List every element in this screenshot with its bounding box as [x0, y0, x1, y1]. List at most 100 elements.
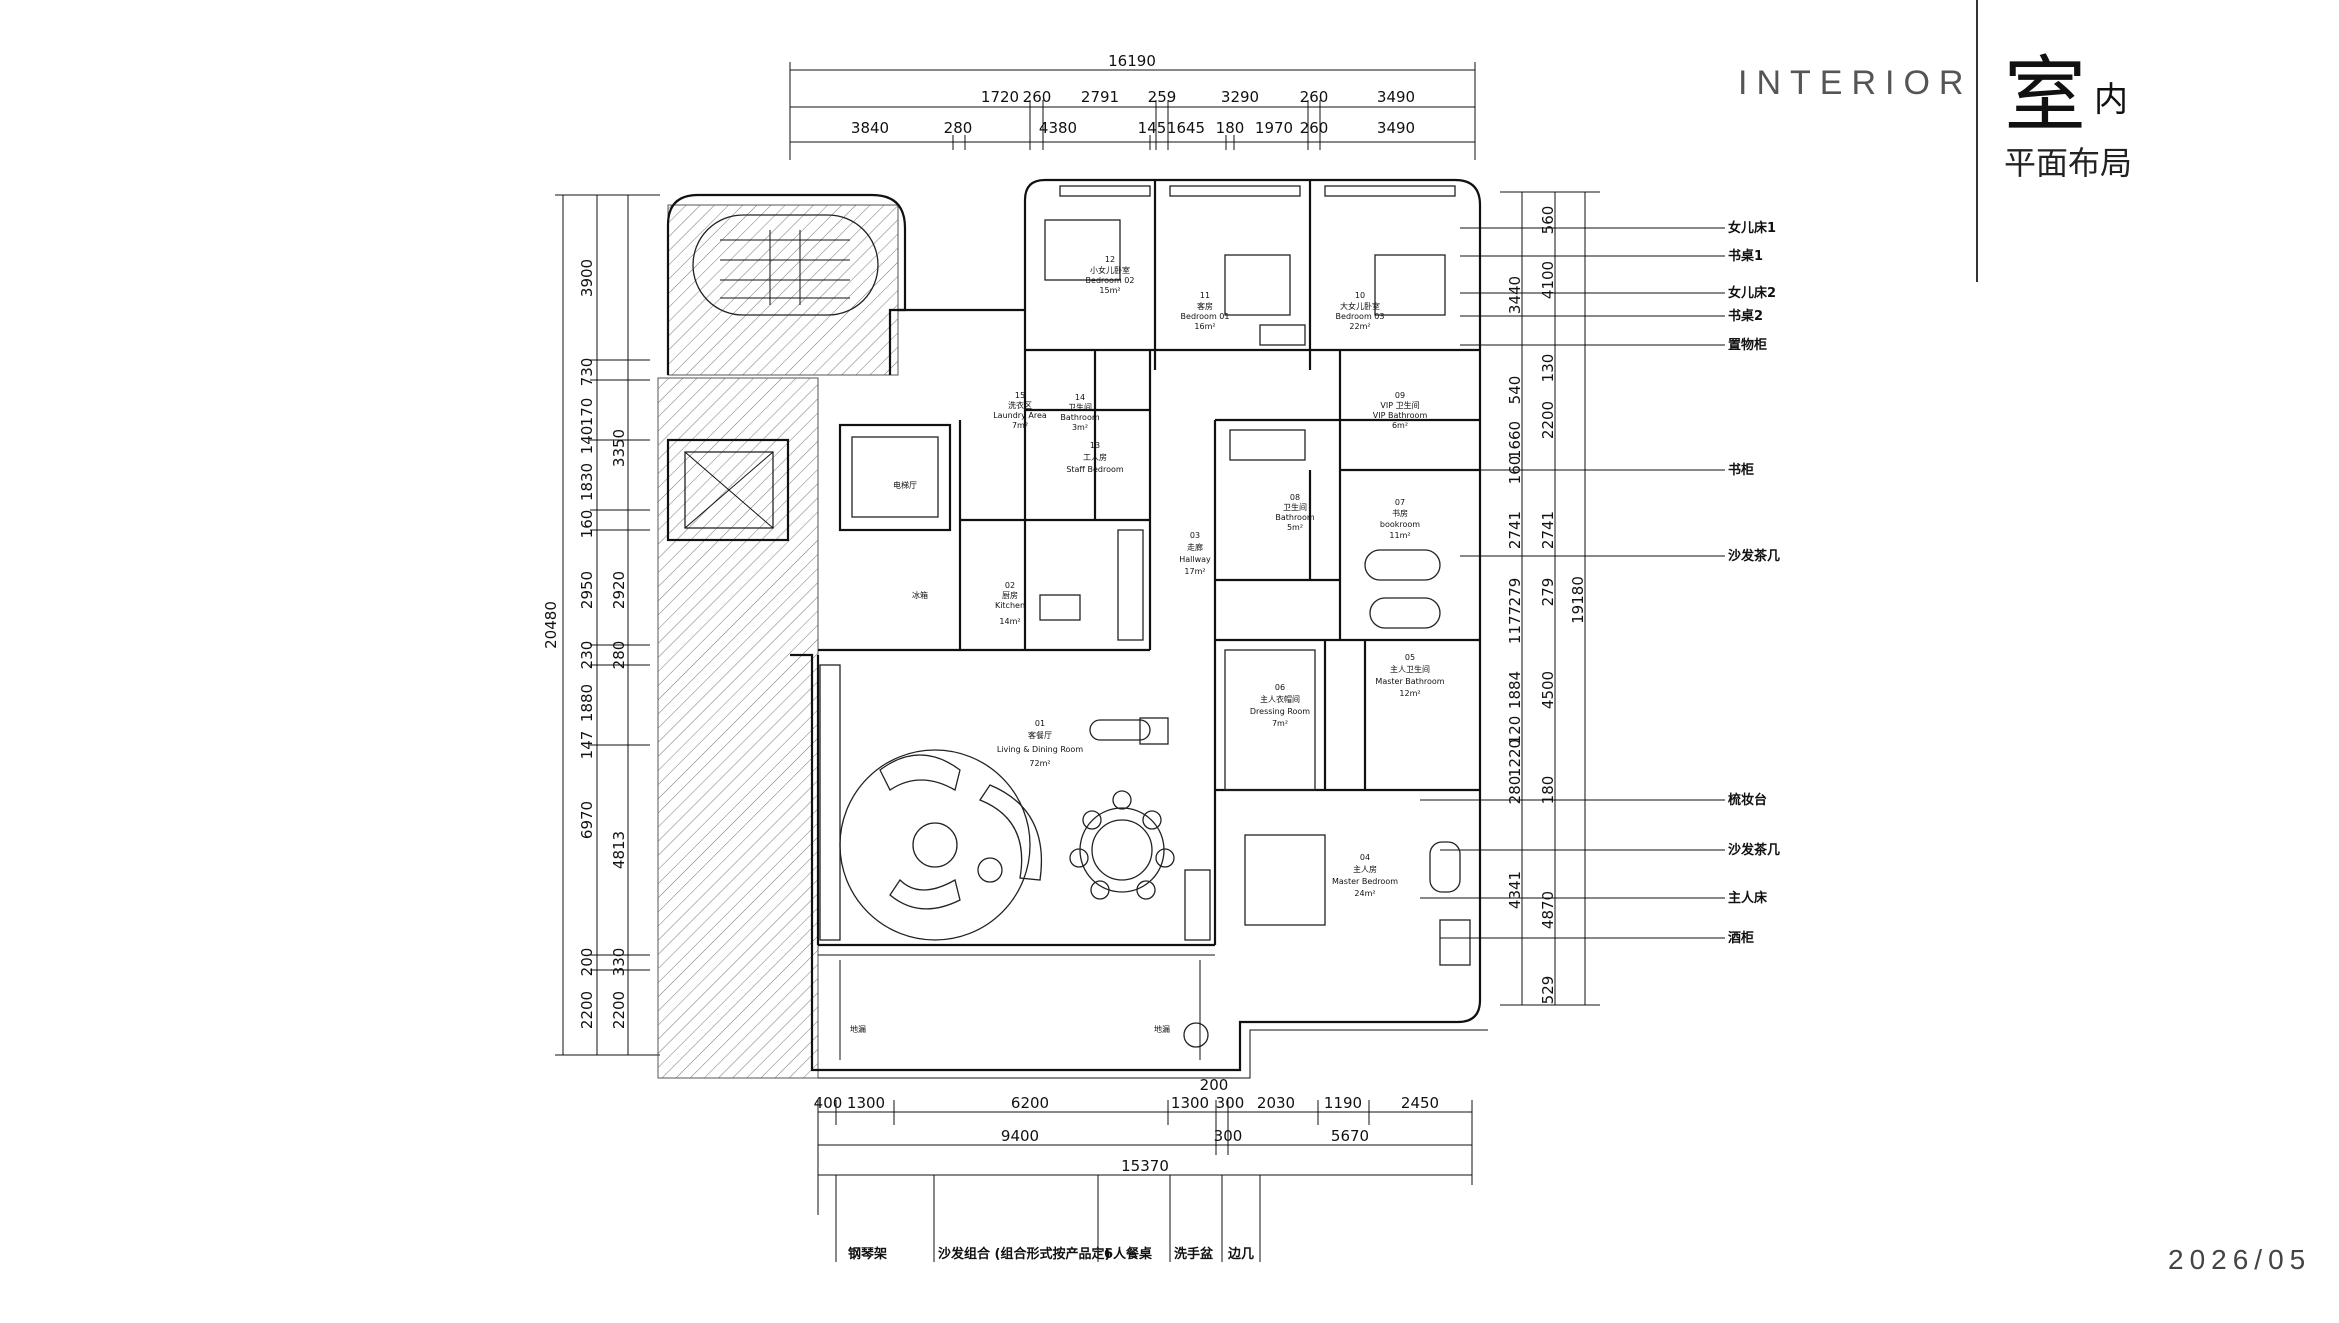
dim-bottom-r1-0: 400	[814, 1094, 843, 1112]
room-12-no: 12	[1105, 255, 1115, 264]
dim-top-r2-1: 280	[944, 119, 973, 137]
dim-bottom-total: 15370	[1121, 1157, 1169, 1175]
room-15-area: 7m²	[1012, 421, 1028, 430]
dim-right-i-2: 1660	[1506, 421, 1524, 459]
room-14-no: 14	[1075, 393, 1085, 402]
dim-left-i-2: 4813	[610, 831, 628, 869]
dim-right-i-5: 279	[1506, 578, 1524, 607]
room-02-no: 02	[1005, 581, 1015, 590]
room-06-en: Dressing Room	[1250, 707, 1310, 716]
room-01-en: Living & Dining Room	[997, 745, 1083, 754]
dim-left-o-6: 160	[578, 510, 596, 539]
room-04-en: Master Bedroom	[1332, 877, 1398, 886]
label-washbasin: 洗手盆	[1174, 1246, 1214, 1262]
top-dimensions	[789, 62, 1476, 160]
room-15-en: Laundry Area	[993, 411, 1047, 420]
room-13-cn: 工人房	[1083, 452, 1107, 462]
dim-bottom-r1-3: 1300	[1171, 1094, 1209, 1112]
dim-top-r2-6: 1970	[1255, 119, 1293, 137]
room-07-area: 11m²	[1389, 531, 1410, 540]
dim-left-o-11: 6970	[578, 801, 596, 839]
dim-top-r1-1: 260	[1023, 88, 1052, 106]
room-01-cn: 客餐厅	[1028, 730, 1052, 740]
label-desk-2: 书桌2	[1728, 308, 1763, 324]
room-labels: 12 小女儿卧室 Bedroom 02 15m² 11 客房 Bedroom 0…	[850, 255, 1445, 1034]
label-desk-1: 书桌1	[1728, 248, 1763, 264]
dim-top-r2-3: 145	[1138, 119, 1167, 137]
dim-left-o-1: 730	[578, 358, 596, 387]
dim-right-i-6: 1177	[1506, 606, 1524, 644]
label-master-bed: 主人床	[1728, 890, 1768, 906]
dim-left-o-12: 200	[578, 948, 596, 977]
room-02-area: 14m²	[999, 617, 1020, 626]
label-sofa-table-2: 沙发茶几	[1728, 842, 1780, 858]
dim-top-r2-8: 3490	[1377, 119, 1415, 137]
header-cn-big: 室	[2004, 48, 2087, 143]
header-en-title: INTERIOR	[1738, 64, 1973, 102]
dim-left-o-13: 2200	[578, 991, 596, 1029]
dim-right-i-8: 120	[1506, 716, 1524, 745]
room-15-cn: 洗衣区	[1008, 400, 1032, 410]
room-04-area: 24m²	[1354, 889, 1375, 898]
dim-right-i-9: 1220	[1506, 739, 1524, 777]
room-12-area: 15m²	[1099, 286, 1120, 295]
dim-left-o-2: 170	[578, 398, 596, 427]
building-shell	[657, 178, 1488, 1079]
dim-bottom-r2-2: 5670	[1331, 1127, 1369, 1145]
dim-right-i-10: 280	[1506, 776, 1524, 805]
dim-bottom-r1-6: 1190	[1324, 1094, 1362, 1112]
room-01-no: 01	[1035, 719, 1045, 728]
dim-top-r1-4: 3290	[1221, 88, 1259, 106]
dim-top-r1-0: 1720	[981, 88, 1019, 106]
label-dining-table: 6人餐桌	[1104, 1246, 1153, 1262]
dim-right-o-6: 4500	[1539, 671, 1557, 709]
room-08-area: 5m²	[1287, 523, 1303, 532]
room-01-area: 72m²	[1029, 759, 1050, 768]
dim-left-o-7: 2950	[578, 571, 596, 609]
room-06-area: 7m²	[1272, 719, 1288, 728]
room-12-en: Bedroom 02	[1086, 276, 1135, 285]
room-04-no: 04	[1360, 853, 1370, 862]
room-14-area: 3m²	[1072, 423, 1088, 432]
room-07-no: 07	[1395, 498, 1405, 507]
dim-top-r2-4: 1645	[1167, 119, 1205, 137]
dim-top-r1-2: 2791	[1081, 88, 1119, 106]
drain-label-2: 地漏	[1154, 1024, 1170, 1034]
room-05-en: Master Bathroom	[1375, 677, 1444, 686]
dim-bottom-r1-2: 6200	[1011, 1094, 1049, 1112]
dim-left-o-8: 230	[578, 641, 596, 670]
room-11-no: 11	[1200, 291, 1210, 300]
label-piano: 钢琴架	[848, 1246, 887, 1262]
dim-left-i-0: 2920	[610, 571, 628, 609]
room-05-area: 12m²	[1399, 689, 1420, 698]
room-10-no: 10	[1355, 291, 1365, 300]
label-sofa-table-1: 沙发茶几	[1728, 548, 1780, 564]
dim-top-r2-7: 260	[1300, 119, 1329, 137]
dim-bottom-r1-5: 2030	[1257, 1094, 1295, 1112]
dim-bottom-r1-7: 2450	[1401, 1094, 1439, 1112]
room-06-cn: 主人衣帽间	[1260, 694, 1300, 704]
dim-top-r1-6: 3490	[1377, 88, 1415, 106]
dim-top-total: 16190	[1108, 52, 1156, 70]
header-cn-small: 内	[2094, 80, 2128, 120]
room-13-en: Staff Bedroom	[1066, 465, 1124, 474]
dim-right-i-11: 4341	[1506, 871, 1524, 909]
label-wine-cabinet: 酒柜	[1728, 930, 1754, 946]
dim-bottom-r1-4: 300	[1216, 1094, 1245, 1112]
dim-left-o-10: 147	[578, 731, 596, 760]
label-side-table: 边几	[1227, 1247, 1254, 1262]
dim-left-o-9: 1880	[578, 684, 596, 722]
label-sofa-set: 沙发组合 (组合形式按产品定)	[938, 1246, 1110, 1262]
label-storage-cabinet: 置物柜	[1728, 337, 1767, 353]
dim-left-i-4: 2200	[610, 991, 628, 1029]
dim-top-r2-2: 4380	[1039, 119, 1077, 137]
dim-right-i-4: 2741	[1506, 511, 1524, 549]
room-02-cn: 厨房	[1002, 590, 1018, 600]
dim-right-o-9: 529	[1539, 976, 1557, 1005]
page-date: 2026/05	[2168, 1244, 2312, 1275]
dim-left-o-5: 1830	[578, 463, 596, 501]
room-09-no: 09	[1395, 391, 1405, 400]
room-10-cn: 大女儿卧室	[1340, 301, 1380, 311]
dim-right-o-0: 560	[1539, 206, 1557, 235]
